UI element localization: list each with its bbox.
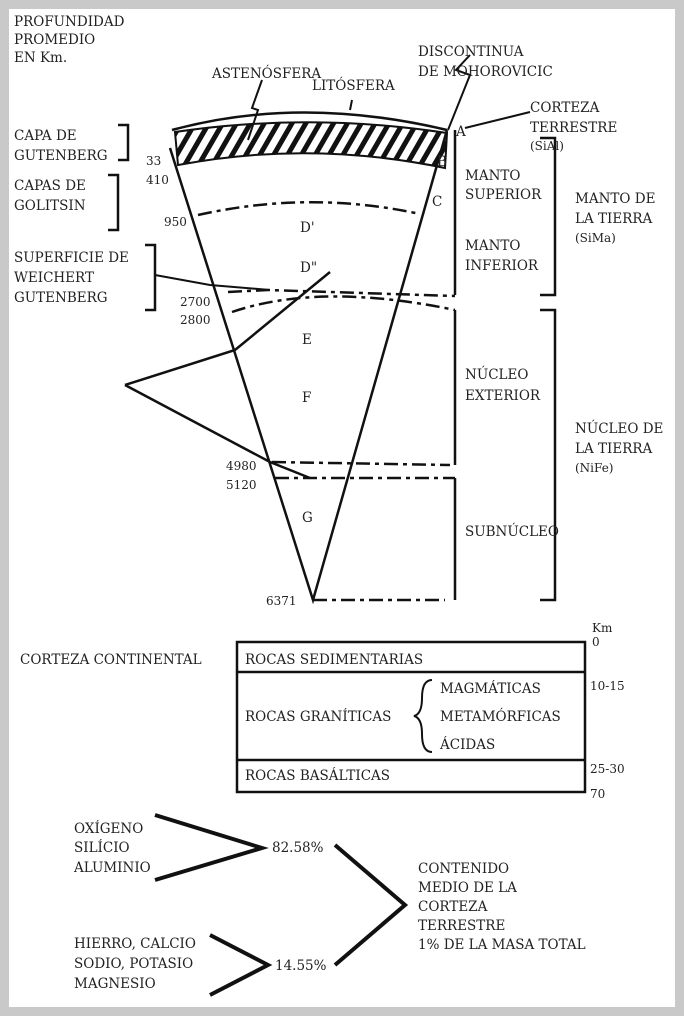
label-depths-4: 2800 bbox=[180, 313, 211, 327]
label-depths-3: 2700 bbox=[180, 295, 211, 309]
nucleo-bracket bbox=[540, 308, 557, 602]
label-composition-group1-2: ALUMINIO bbox=[73, 860, 151, 876]
label-labels-corteza-0: CORTEZA bbox=[530, 100, 600, 116]
label-labels-manto-tierra-2: (SiMa) bbox=[575, 231, 616, 245]
litosfera-pointer bbox=[349, 99, 353, 111]
label-labels-manto-superior-1: SUPERIOR bbox=[465, 187, 542, 203]
label-labels-weichert-1: WEICHERT bbox=[14, 270, 94, 286]
label-labels-weichert-2: GUTENBERG bbox=[14, 290, 108, 306]
label-crust-table-title: CORTEZA CONTINENTAL bbox=[20, 652, 202, 668]
composition: OXÍGENO SILÍCIO ALUMINIO 82.58% HIERRO, … bbox=[73, 813, 586, 997]
label-depths-0: 33 bbox=[146, 154, 161, 168]
label-labels-nucleo-tierra-2: (NiFe) bbox=[575, 461, 613, 475]
label-layers-1: B bbox=[437, 154, 447, 170]
label-layers-2: C bbox=[432, 194, 442, 210]
label-labels-manto-tierra-1: LA TIERRA bbox=[575, 211, 653, 227]
label-composition-group2-0: HIERRO, CALCIO bbox=[74, 936, 196, 952]
label-labels-corteza-2: (SiAl) bbox=[530, 139, 564, 153]
earth-wedge bbox=[108, 54, 557, 605]
label-layers-5: E bbox=[302, 332, 312, 348]
label-depths-2: 950 bbox=[164, 215, 187, 229]
label-composition-summary-0: CONTENIDO bbox=[418, 861, 509, 877]
label-composition-group1-1: SILÍCIO bbox=[74, 840, 130, 856]
label-labels-nucleo-tierra-1: LA TIERRA bbox=[575, 441, 653, 457]
crust-table: CORTEZA CONTINENTAL ROCAS SEDIMENTARIAS … bbox=[20, 621, 625, 801]
label-composition-group2-pct: 14.55% bbox=[275, 958, 327, 974]
layer-letters: A B C D' D" E F G bbox=[300, 124, 466, 526]
structure-labels: ASTENÓSFERA LITÓSFERA DISCONTINUA DE MOH… bbox=[14, 44, 663, 540]
label-labels-golitsin-1: GOLITSIN bbox=[14, 198, 86, 214]
label-labels-manto-inferior-1: INFERIOR bbox=[465, 258, 539, 274]
label-layers-7: G bbox=[302, 510, 313, 526]
weichert-bracket bbox=[145, 243, 157, 312]
label-labels-astenosfera: ASTENÓSFERA bbox=[211, 65, 321, 82]
label-labels-manto-inferior-0: MANTO bbox=[465, 238, 520, 254]
boundary-950-arc bbox=[197, 201, 421, 217]
label-layers-0: A bbox=[455, 124, 466, 140]
manto-bracket bbox=[540, 136, 557, 297]
gutenberg-bracket bbox=[118, 123, 130, 162]
label-labels-nucleo-tierra-0: NÚCLEO DE bbox=[575, 420, 663, 437]
label-depths-5: 4980 bbox=[226, 459, 257, 473]
label-composition-group1-pct: 82.58% bbox=[272, 840, 324, 856]
label-depths-6: 5120 bbox=[226, 478, 257, 492]
label-labels-manto-tierra-0: MANTO DE bbox=[575, 191, 655, 207]
label-depth-title-0: PROFUNDIDAD bbox=[14, 14, 125, 30]
label-composition-summary-2: CORTEZA bbox=[418, 899, 488, 915]
label-labels-gutenberg-0: CAPA DE bbox=[14, 128, 77, 144]
granite-brace bbox=[413, 679, 433, 753]
label-composition-summary-1: MEDIO DE LA bbox=[418, 880, 517, 896]
label-composition-group1-0: OXÍGENO bbox=[74, 821, 143, 837]
label-crust-table-scale-2: 25-30 bbox=[590, 762, 625, 776]
label-labels-weichert-0: SUPERFICIE DE bbox=[14, 250, 129, 266]
depth-values: 33 410 950 2700 2800 4980 5120 6371 bbox=[146, 154, 297, 608]
label-labels-manto-superior-0: MANTO bbox=[465, 168, 520, 184]
label-layers-3: D' bbox=[300, 220, 315, 236]
label-layers-4: D" bbox=[300, 260, 317, 276]
label-crust-table-scale-1: 10-15 bbox=[590, 679, 625, 693]
label-labels-corteza-1: TERRESTRE bbox=[530, 120, 617, 136]
label-crust-table-unit: Km bbox=[592, 621, 613, 635]
label-crust-table-rows-1: ROCAS GRANÍTICAS bbox=[245, 709, 391, 725]
depth-title: PROFUNDIDAD PROMEDIO EN Km. bbox=[14, 14, 125, 66]
ray-upper bbox=[124, 271, 331, 387]
label-labels-moho-1: DE MOHOROVICIC bbox=[418, 64, 553, 80]
label-crust-table-scale-0: 0 bbox=[592, 635, 600, 649]
label-labels-golitsin-0: CAPAS DE bbox=[14, 178, 86, 194]
label-depths-7: 6371 bbox=[266, 594, 297, 608]
golitsin-bracket bbox=[108, 173, 120, 232]
label-crust-table-granite-types-0: MAGMÁTICAS bbox=[440, 681, 541, 697]
label-composition-group2-1: SODIO, POTASIO bbox=[74, 956, 193, 972]
lithosphere-arc bbox=[171, 111, 448, 132]
label-crust-table-rows-2: ROCAS BASÁLTICAS bbox=[245, 768, 390, 784]
moho-pointer bbox=[447, 54, 472, 131]
label-composition-summary-3: TERRESTRE bbox=[418, 918, 505, 934]
corteza-pointer bbox=[464, 111, 531, 129]
label-labels-gutenberg-1: GUTENBERG bbox=[14, 148, 108, 164]
weichert-pointer bbox=[154, 274, 271, 291]
label-labels-nucleo-exterior-1: EXTERIOR bbox=[465, 388, 541, 404]
label-labels-litosfera: LITÓSFERA bbox=[312, 77, 395, 94]
page-background bbox=[9, 9, 675, 1007]
label-composition-summary-4: 1% DE LA MASA TOTAL bbox=[418, 937, 586, 953]
label-crust-table-granite-types-2: ÁCIDAS bbox=[439, 737, 495, 753]
label-labels-nucleo-exterior-0: NÚCLEO bbox=[465, 366, 528, 383]
astenosfera-pointer bbox=[247, 79, 263, 141]
ray-lower bbox=[124, 383, 311, 480]
label-depths-1: 410 bbox=[146, 173, 169, 187]
label-crust-table-rows-0: ROCAS SEDIMENTARIAS bbox=[245, 652, 423, 668]
label-crust-table-scale-3: 70 bbox=[590, 787, 605, 801]
label-crust-table-granite-types-1: METAMÓRFICAS bbox=[440, 708, 561, 725]
boundary-4980 bbox=[271, 460, 451, 467]
label-labels-subnucleo: SUBNÚCLEO bbox=[465, 523, 559, 540]
label-depth-title-1: PROMEDIO bbox=[14, 32, 95, 48]
label-layers-6: F bbox=[302, 390, 311, 406]
label-depth-title-2: EN Km. bbox=[14, 50, 67, 66]
label-composition-group2-2: MAGNESIO bbox=[74, 976, 156, 992]
label-labels-moho-0: DISCONTINUA bbox=[418, 44, 524, 60]
